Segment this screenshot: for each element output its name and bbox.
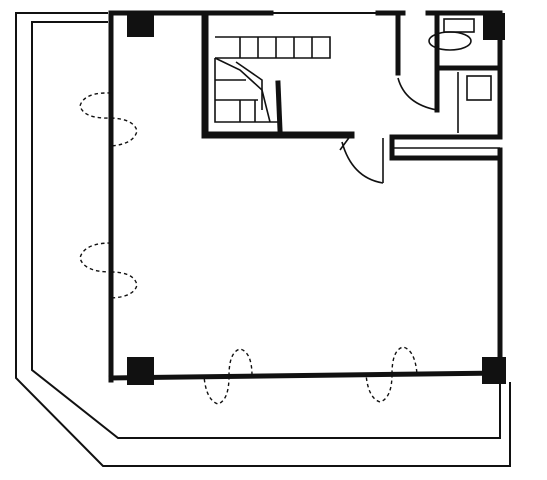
stair-lower-flight <box>214 58 278 123</box>
stair-divider <box>275 80 283 133</box>
toilet-icon <box>428 31 472 51</box>
window-swing <box>203 375 230 405</box>
terrace-outline <box>15 12 511 467</box>
toilet-door-swing <box>397 77 438 111</box>
window-swing <box>228 348 253 377</box>
counter-outline <box>389 134 503 161</box>
window-swing <box>79 92 112 119</box>
toilet-room <box>395 10 503 138</box>
windows <box>79 92 418 405</box>
sink-icon <box>466 75 492 101</box>
columns <box>127 13 506 385</box>
window-swing <box>79 242 112 273</box>
stair-enclosure <box>201 13 355 139</box>
stair-door <box>339 134 384 184</box>
terrace-inner-edge <box>31 21 501 439</box>
toilet-tank <box>443 18 475 33</box>
window-bottom-right <box>365 346 418 403</box>
window-bottom-left <box>203 348 253 405</box>
counter-strip <box>389 134 503 161</box>
window-swing <box>110 271 138 299</box>
window-swing <box>365 373 393 403</box>
stair-winder <box>214 57 271 123</box>
stair-upper-flight <box>215 36 331 59</box>
terrace-outer-edge <box>15 12 511 467</box>
stair-core <box>201 13 355 139</box>
column-bottom-right <box>482 357 506 384</box>
window-swing <box>391 346 418 375</box>
window-swing <box>110 117 138 147</box>
column-bottom-left <box>127 357 154 385</box>
window-left-upper <box>79 92 138 147</box>
stair-door-swing <box>341 141 384 184</box>
wall-bottom <box>108 370 503 381</box>
window-left-lower <box>79 242 138 299</box>
stair-door-leaf <box>339 134 352 151</box>
stair-handrail <box>235 61 263 110</box>
column-top-left <box>127 13 154 37</box>
